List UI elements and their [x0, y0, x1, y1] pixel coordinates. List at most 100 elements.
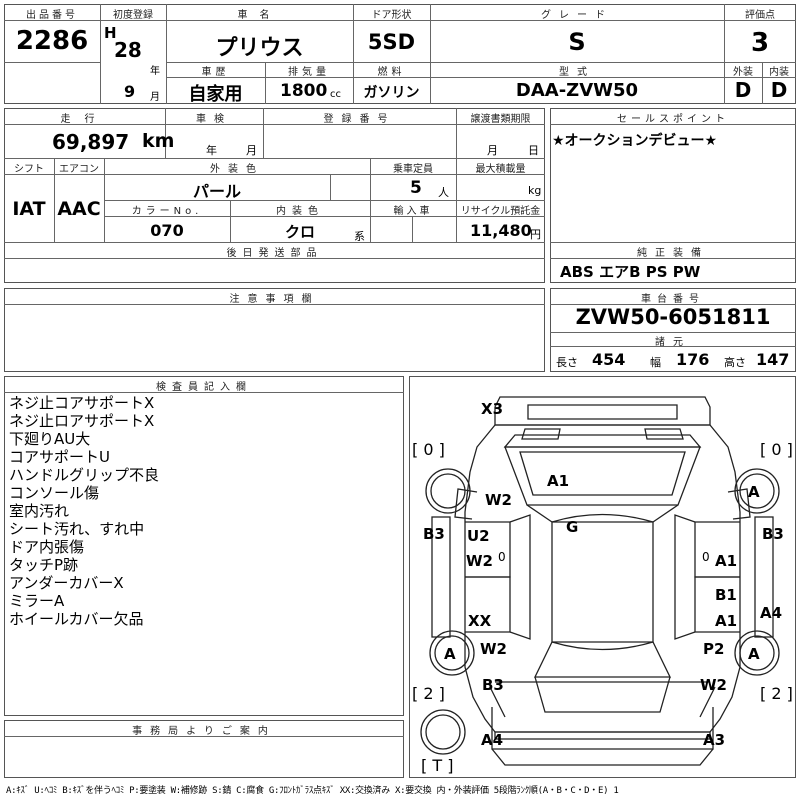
mark-b3-rear: B3 — [482, 676, 504, 694]
mark-p2: P2 — [703, 640, 725, 658]
recycle-unit: 円 — [530, 228, 541, 241]
chassis-label: 車台番号 — [641, 294, 705, 305]
lot-no-label: 出品番号 — [26, 10, 78, 21]
tire-front-right: [ 0 ] — [760, 440, 793, 459]
vehicle-info-block — [4, 108, 545, 283]
door-label: ドア形状 — [371, 10, 412, 21]
grade: S — [568, 28, 586, 56]
shift-label: シフト — [14, 164, 44, 175]
height: 147 — [756, 350, 790, 369]
mark-a3-bottom: A3 — [703, 731, 726, 749]
displacement-unit: cc — [330, 89, 341, 100]
mileage-unit: km — [142, 130, 175, 152]
office-block — [4, 720, 404, 778]
inspector-block — [4, 376, 404, 716]
remark-item: コアサポートU — [9, 448, 110, 466]
mark-a-wheel-rl: A — [444, 645, 456, 663]
month-unit: 月 — [150, 92, 160, 103]
interior-score: D — [770, 78, 788, 102]
tire-rear-left: [ 2 ] — [412, 684, 445, 703]
inspector-label: 検査員記入欄 — [156, 382, 252, 393]
mark-w2-rear-right: W2 — [700, 676, 727, 694]
history: 自家用 — [188, 84, 243, 105]
remark-item: ネジ止ロアサポートX — [9, 412, 155, 430]
shift: IAT — [12, 198, 46, 220]
exterior-score: D — [734, 78, 752, 102]
height-label: 高さ — [724, 356, 746, 369]
header-block — [4, 4, 796, 104]
remark-item: タッチP跡 — [9, 556, 79, 574]
remark-item: コンソール傷 — [9, 484, 100, 502]
exterior-label: 外装 — [733, 67, 753, 78]
sales-point-label: セールスポイント — [617, 114, 729, 125]
inspection-year-unit: 年 — [206, 144, 217, 157]
tire-rear-right: [ 2 ] — [760, 684, 793, 703]
ext-color: パール — [192, 182, 241, 201]
tire-front-left: [ 0 ] — [412, 440, 445, 459]
inspector-remarks: ネジ止コアサポートX ネジ止ロアサポートX 下廻りAU大 コアサポートU ハンド… — [9, 394, 159, 628]
transfer-day-unit: 日 — [528, 144, 539, 157]
ac: AAC — [57, 198, 101, 220]
history-label: 車歴 — [201, 67, 230, 78]
lot-no: 2286 — [15, 26, 89, 56]
length: 454 — [592, 350, 626, 369]
transfer-label: 譲渡書類期限 — [470, 114, 531, 125]
max-load-unit: kg — [528, 184, 542, 197]
office-label: 事務局よりご案内 — [132, 726, 276, 737]
recycle-label: リサイクル預託金 — [460, 206, 541, 217]
color-no: 070 — [150, 221, 184, 240]
length-label: 長さ — [556, 356, 578, 369]
mileage-label: 走行 — [60, 114, 109, 125]
spare-tire: [ T ] — [421, 756, 454, 775]
mark-zero-right: 0 — [702, 550, 710, 564]
mark-a1-right-rear: A1 — [715, 612, 738, 630]
interior-label: 内装 — [769, 67, 789, 78]
later-parts-label: 後日発送部品 — [226, 248, 323, 259]
mark-a1-bonnet: A1 — [547, 472, 570, 490]
mark-b3-right: B3 — [762, 525, 784, 543]
mark-a4-bottom: A4 — [481, 731, 504, 749]
sales-point: ★オークションデビュー★ — [552, 133, 718, 149]
mileage: 69,897 — [52, 130, 130, 154]
sales-point-block — [550, 108, 796, 283]
notes-label: 注意事項欄 — [229, 294, 320, 305]
transfer-month-unit: 月 — [487, 144, 498, 157]
equipment-label: 純正装備 — [637, 248, 709, 259]
recycle: 11,480 — [470, 221, 532, 240]
width: 176 — [676, 350, 710, 369]
mark-g: G — [566, 518, 579, 536]
car-outline — [420, 396, 780, 766]
int-color: クロ — [284, 223, 315, 241]
chassis-block — [550, 288, 796, 372]
mark-a1-right-door: A1 — [715, 552, 738, 570]
mark-zero-left: 0 — [498, 550, 506, 564]
remark-item: シート汚れ、すれ中 — [9, 520, 145, 538]
mark-b1: B1 — [715, 586, 737, 604]
remark-item: 下廻りAU大 — [9, 430, 91, 448]
capacity: 5 — [410, 178, 422, 198]
remark-item: ハンドルグリップ不良 — [9, 466, 160, 484]
model: DAA-ZVW50 — [515, 80, 639, 101]
reg-month: 9 — [124, 82, 136, 101]
displacement: 1800 — [280, 81, 328, 101]
door-type: 5SD — [367, 30, 416, 54]
ac-label: エアコン — [59, 164, 99, 175]
capacity-unit: 人 — [438, 186, 449, 199]
grade-label: グレード — [541, 10, 613, 21]
capacity-label: 乗車定員 — [393, 164, 433, 175]
mark-b3-left: B3 — [423, 525, 445, 543]
legend-text: A:ｷｽﾞ U:ﾍｺﾐ B:ｷｽﾞを伴うﾍｺﾐ P:要塗装 W:補修跡 S:錆 … — [6, 786, 619, 796]
equipment: ABS エアB PS PW — [560, 263, 701, 281]
model-label: 型式 — [559, 67, 595, 78]
fuel: ガソリン — [363, 85, 420, 101]
mark-a-wheel-rr: A — [748, 645, 760, 663]
remark-item: ホイールカバー欠品 — [9, 610, 144, 628]
reg-no-label: 登録番号 — [323, 114, 396, 125]
max-load-label: 最大積載量 — [475, 164, 526, 175]
first-reg-label: 初度登録 — [113, 10, 153, 21]
remark-item: ドア内張傷 — [9, 538, 85, 556]
score-label: 評価点 — [745, 10, 775, 21]
year-unit: 年 — [150, 66, 160, 77]
mark-w2-rear-left: W2 — [480, 640, 507, 658]
mark-w2-front-left: W2 — [485, 491, 512, 509]
